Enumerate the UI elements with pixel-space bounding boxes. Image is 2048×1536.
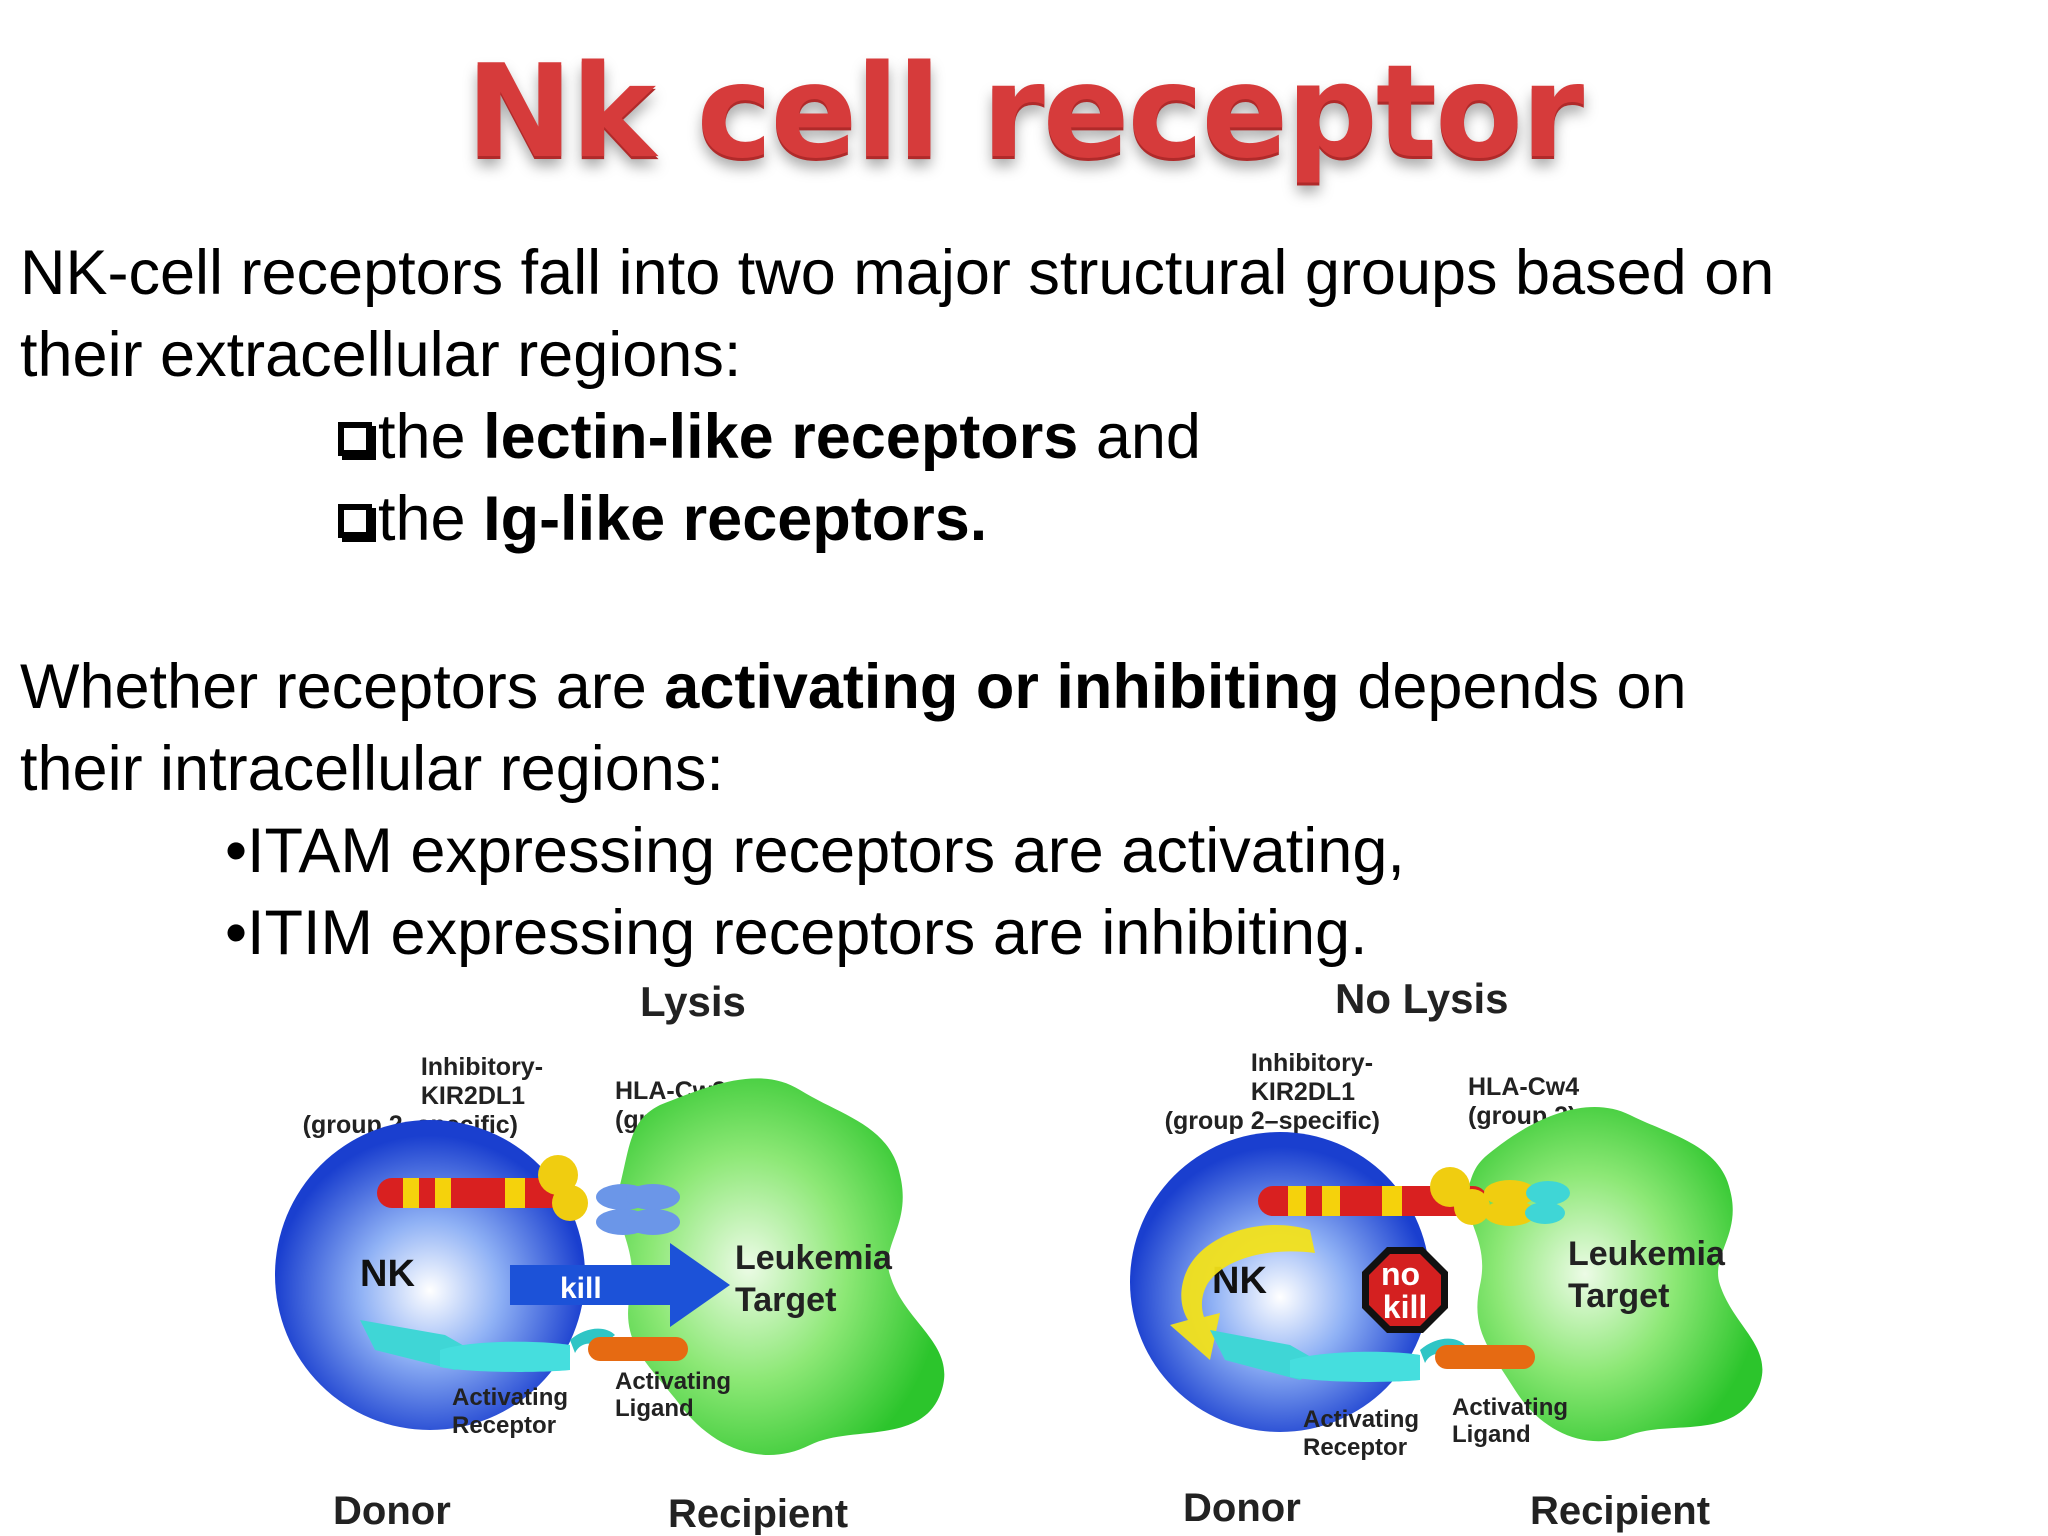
lysis-diagram: Lysis Inhibitory- KIR2DL1 (group 2–speci…	[275, 978, 945, 1535]
ig-item: the Ig-like receptors.	[20, 478, 1774, 560]
leukemia-target-cell	[1467, 1106, 1763, 1442]
nk-label: NK	[360, 1253, 415, 1295]
no-kill-label: no kill	[1381, 1256, 1429, 1325]
act-receptor-label: Activating Receptor	[452, 1384, 575, 1439]
no-lysis-diagram: No Lysis Inhibitory- KIR2DL1 (group 2–sp…	[1130, 975, 1763, 1533]
inhibitory-receptor	[377, 1155, 588, 1221]
para2-line2: their intracellular regions:	[20, 734, 724, 804]
para1-line2: their extracellular regions:	[20, 320, 742, 390]
itam-bullet: •ITAM expressing receptors are activatin…	[225, 816, 1405, 886]
checkbox-bullet-icon	[338, 422, 372, 456]
lysis-heading: Lysis	[640, 978, 746, 1025]
lectin-item: the lectin-like receptors and	[20, 396, 1774, 478]
act-ligand-label: Activating Ligand	[1452, 1394, 1575, 1448]
structural-groups-paragraph: NK-cell receptors fall into two major st…	[20, 232, 1774, 560]
hla-molecule	[596, 1184, 680, 1235]
donor-label: Donor	[1183, 1486, 1301, 1530]
inhib-label: Inhibitory- KIR2DL1 (group 2–specific)	[1165, 1049, 1380, 1135]
kill-arrow	[510, 1243, 730, 1327]
act-ligand-label: Activating Ligand	[615, 1368, 738, 1422]
kill-label: kill	[560, 1272, 602, 1305]
activating-ligand	[1435, 1345, 1535, 1369]
recipient-label: Recipient	[1530, 1489, 1710, 1533]
activating-ligand	[588, 1337, 688, 1361]
para2-line1: Whether receptors are activating or inhi…	[20, 652, 1687, 722]
slide-title: Nk cell receptor	[465, 38, 1584, 187]
recipient-label: Recipient	[668, 1492, 848, 1535]
checkbox-bullet-icon	[338, 504, 372, 538]
target-label: Leukemia Target	[1568, 1235, 1734, 1315]
donor-label: Donor	[333, 1489, 451, 1533]
inhibitory-receptor	[1258, 1167, 1570, 1226]
no-kill-stop-sign-icon	[1362, 1247, 1448, 1333]
itim-bullet: •ITIM expressing receptors are inhibitin…	[225, 898, 1368, 968]
inhibitory-signal-arrow	[1170, 1225, 1315, 1360]
para1-line1: NK-cell receptors fall into two major st…	[20, 238, 1775, 308]
activation-paragraph: Whether receptors are activating or inhi…	[20, 646, 1687, 974]
act-receptor-label: Activating Receptor	[1303, 1406, 1426, 1461]
target-label: Leukemia Target	[735, 1239, 901, 1319]
leukemia-target-cell	[617, 1078, 945, 1456]
no-lysis-heading: No Lysis	[1335, 975, 1509, 1022]
